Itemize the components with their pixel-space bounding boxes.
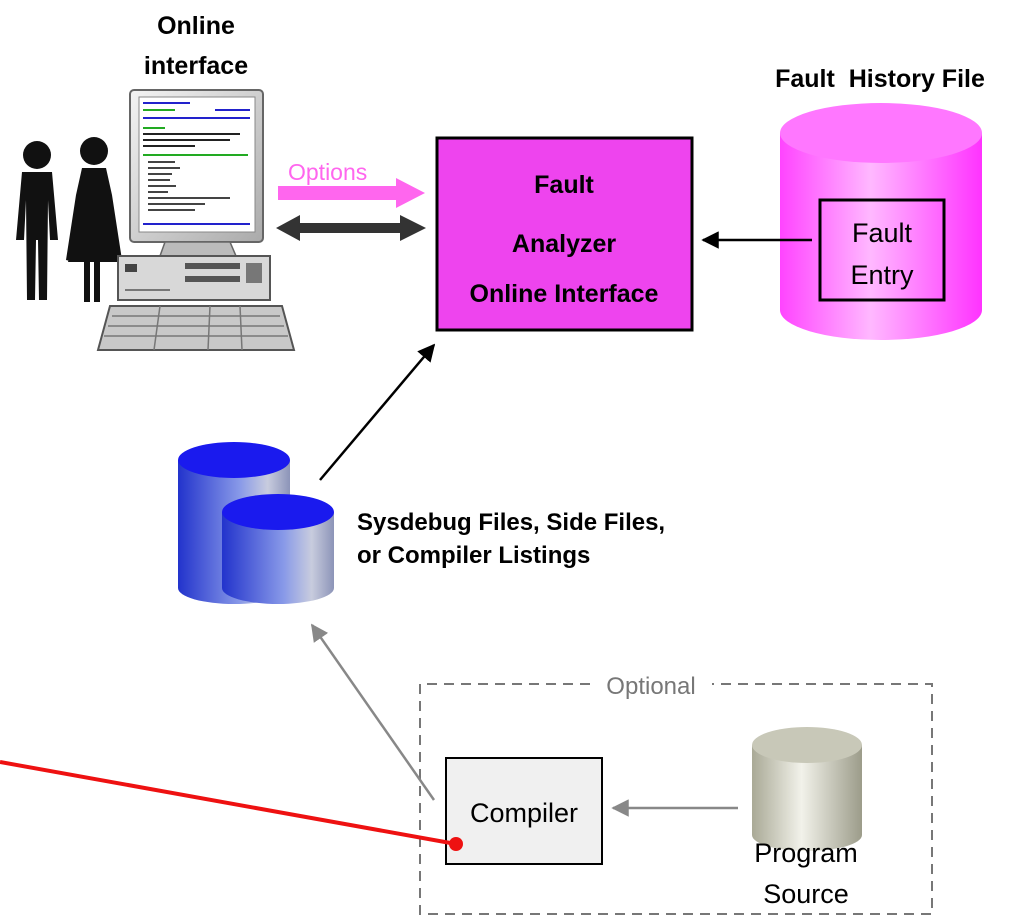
sysdebug-label-line2: or Compiler Listings — [357, 542, 590, 569]
optional-label: Optional — [606, 673, 695, 700]
people-icon — [16, 137, 122, 302]
red-pointer-dot — [449, 837, 463, 851]
program-source-label-line2: Source — [763, 879, 849, 909]
program-source-cylinder — [752, 727, 862, 851]
online-interface-label-line2: interface — [144, 52, 248, 80]
optional-dashed-box — [419, 683, 933, 915]
online-interface-label-line1: Online — [157, 12, 235, 40]
bidirectional-arrow — [276, 215, 426, 241]
fault-entry-label-line1: Fault — [852, 218, 913, 248]
analyzer-label-line2: Analyzer — [512, 230, 616, 258]
sysdebug-to-analyzer-arrow — [319, 343, 436, 481]
compiler-label: Compiler — [470, 798, 578, 828]
program-source-label-line1: Program — [754, 838, 858, 868]
options-arrow — [278, 178, 425, 208]
red-pointer-line — [0, 760, 457, 846]
fault-analyzer-box — [435, 136, 694, 332]
fault-entry-box — [818, 198, 946, 302]
sysdebug-cylinder-front — [222, 494, 334, 604]
sysdebug-label-line1: Sysdebug Files, Side Files, — [357, 509, 665, 536]
fault-entry-label-line2: Entry — [850, 260, 914, 290]
computer-terminal-icon — [96, 89, 296, 351]
analyzer-label-line1: Fault — [534, 171, 594, 199]
compiler-to-sysdebug-arrow — [310, 623, 436, 801]
compiler-box — [445, 757, 603, 865]
options-label: Options — [288, 159, 367, 185]
fault-history-file-label: Fault History File — [775, 65, 985, 93]
fault-history-cylinder — [780, 103, 982, 340]
analyzer-label-line3: Online Interface — [470, 280, 659, 308]
